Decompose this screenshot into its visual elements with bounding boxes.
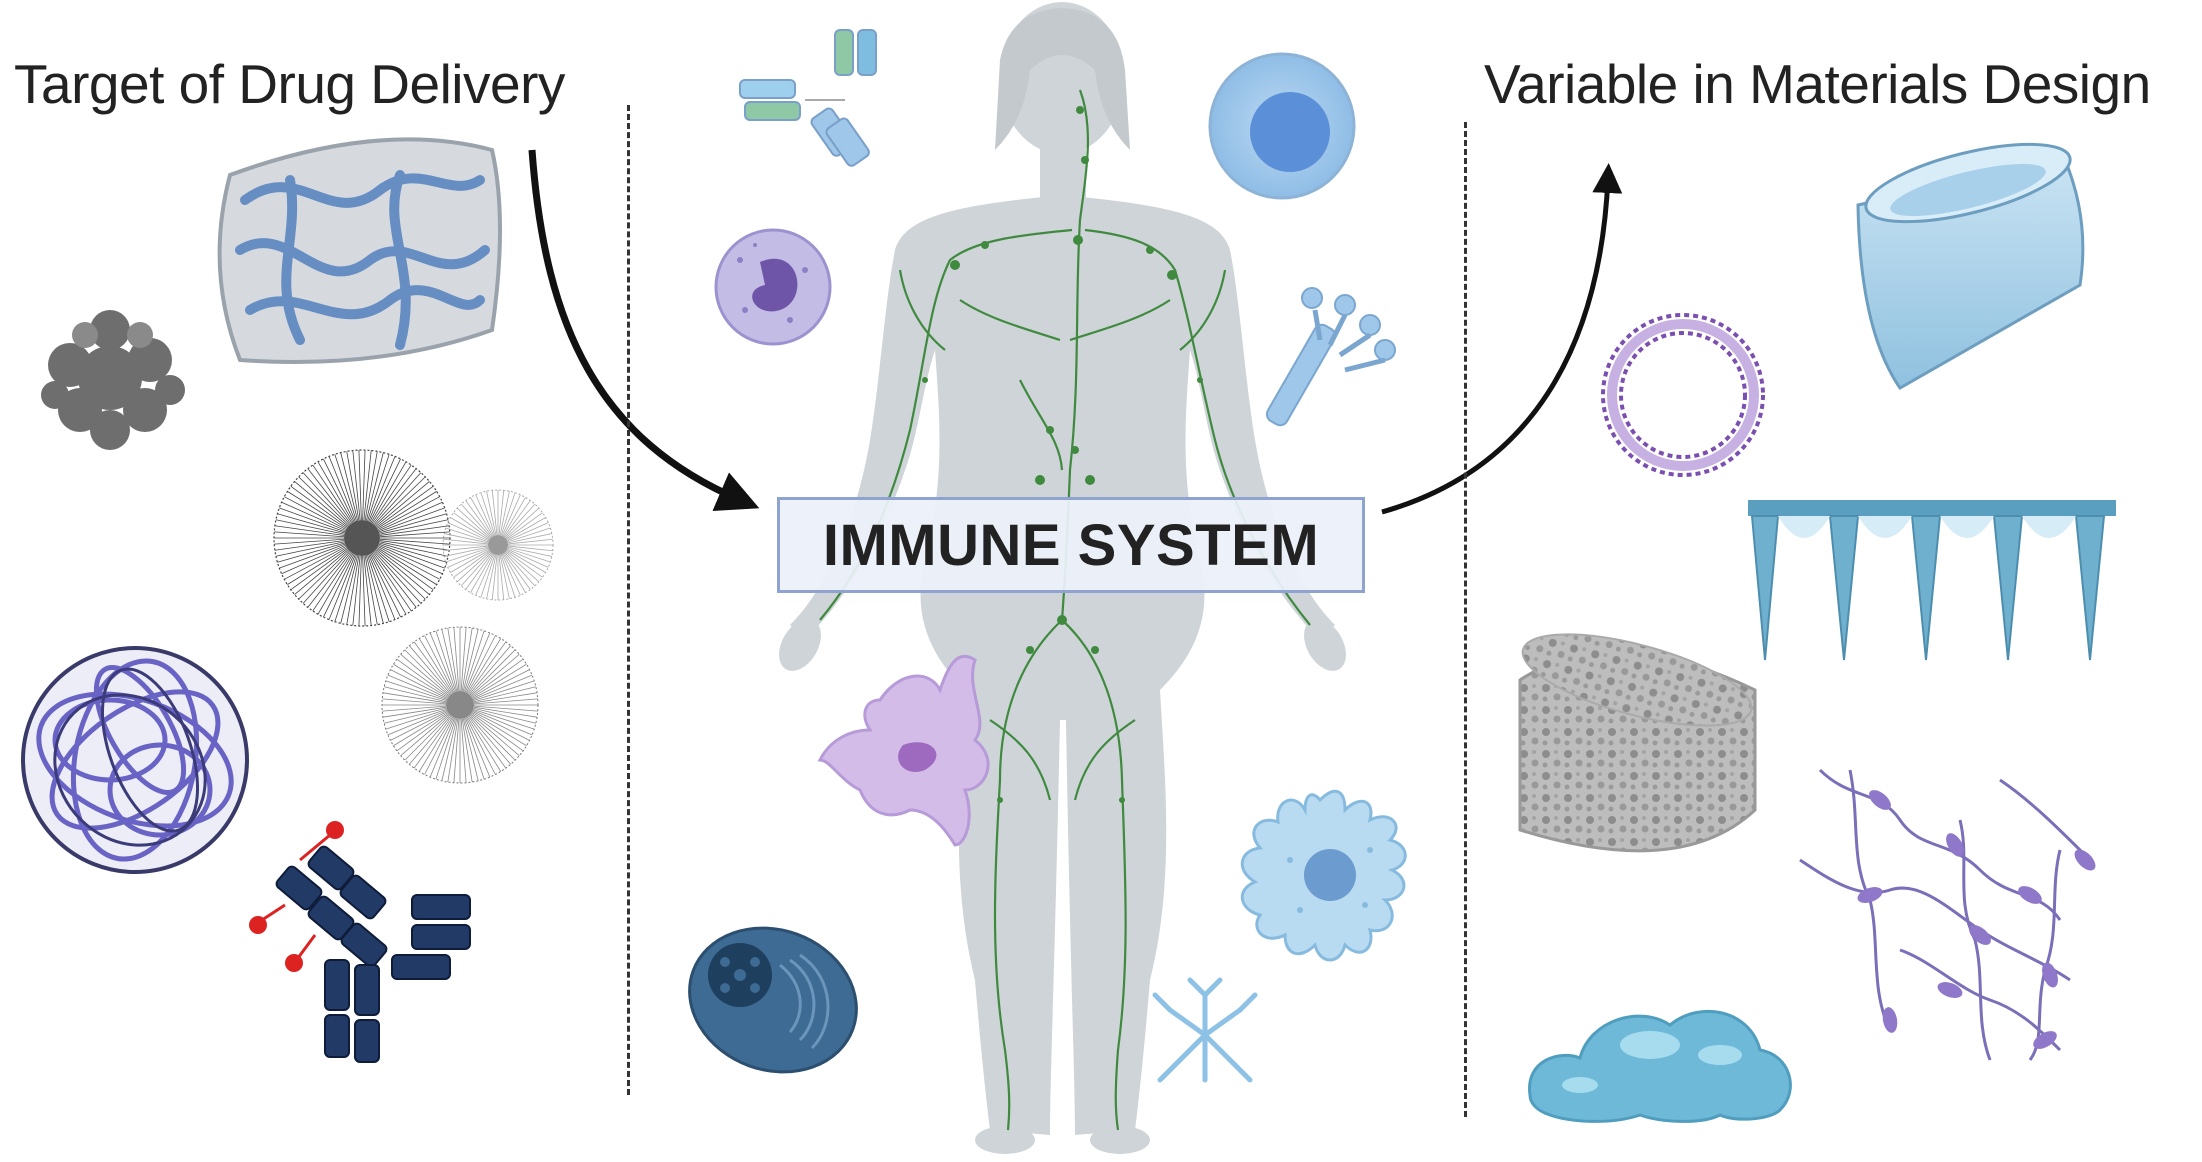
left-divider xyxy=(627,105,630,1095)
human-body-icon xyxy=(779,2,1346,1154)
injectable-gel-icon xyxy=(1528,1009,1792,1123)
polymer-network-icon xyxy=(1799,768,2096,1061)
t-cell-receptor-icon xyxy=(1265,287,1396,427)
porous-scaffold-icon xyxy=(1518,633,1757,853)
micelle-icon xyxy=(273,449,554,784)
right-divider xyxy=(1464,122,1467,1117)
dendrimer-icon xyxy=(41,310,185,450)
hydrogel-fiber-icon xyxy=(217,137,502,364)
polymer-nanoparticle-icon xyxy=(21,646,249,874)
right-heading: Variable in Materials Design xyxy=(1484,53,2151,115)
macrophage-icon xyxy=(1240,789,1407,962)
b-cell-icon xyxy=(1208,52,1356,200)
hydrogel-disk-icon xyxy=(1856,142,2085,390)
delivery-arrow xyxy=(528,149,760,512)
antibody-cluster-icon xyxy=(1152,977,1258,1083)
liposome-icon xyxy=(1601,313,1765,477)
antibody-icon xyxy=(739,29,877,167)
lymph-nodes xyxy=(922,106,1203,803)
design-arrow xyxy=(1381,163,1623,515)
microneedle-icon xyxy=(1748,500,2116,661)
dendritic-cell-icon xyxy=(817,654,990,847)
lymphatic-vessels xyxy=(819,89,1311,1131)
plasma-cell-icon xyxy=(688,926,858,1074)
neutrophil-icon xyxy=(714,228,832,346)
immune-system-label: IMMUNE SYSTEM xyxy=(777,497,1365,593)
left-heading: Target of Drug Delivery xyxy=(14,53,565,115)
antibody-drug-conjugate-icon xyxy=(249,821,471,1063)
